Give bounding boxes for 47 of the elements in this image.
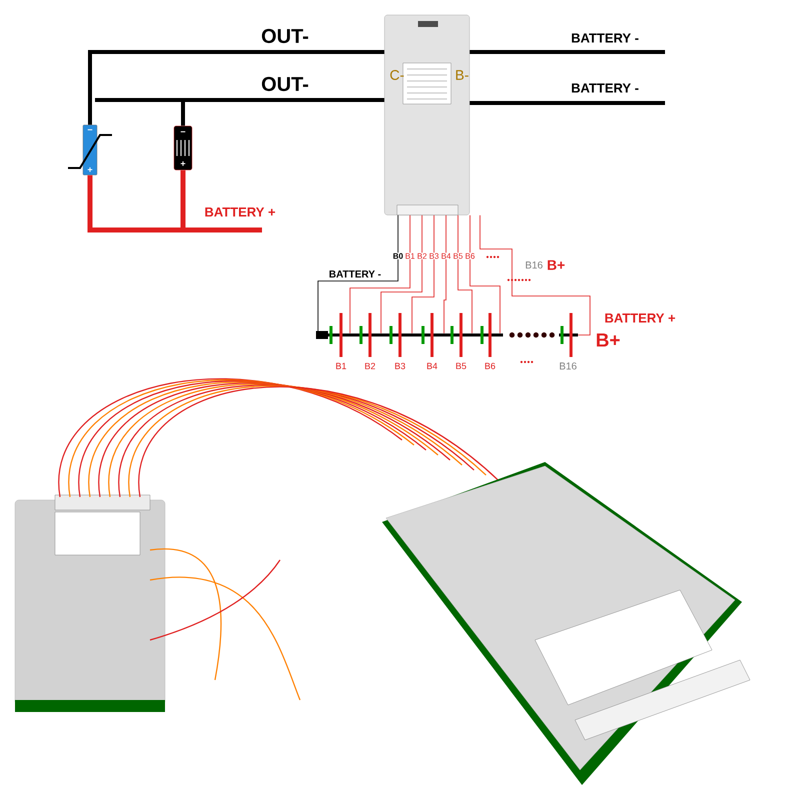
wire-label: B+	[596, 333, 620, 347]
cell-label: B5	[456, 362, 466, 370]
balance-wire	[480, 214, 590, 336]
edge-label: OUT-	[262, 76, 308, 92]
wire-label: B-	[456, 70, 468, 80]
bms-board	[384, 14, 470, 216]
cell-label: B4	[427, 362, 438, 370]
wire	[88, 50, 384, 125]
wire-label: BATTERY -	[330, 270, 381, 278]
polarity-sign: +	[88, 167, 92, 172]
cell-label: B2	[365, 362, 376, 370]
cell-label: B6	[485, 362, 496, 370]
balance-wire	[318, 214, 398, 334]
edge-label: OUT-	[262, 28, 308, 44]
edge-label: BATTERY -	[572, 84, 638, 92]
balance-wire	[444, 214, 446, 334]
component-symbol	[68, 124, 112, 176]
polarity-sign: −	[88, 129, 92, 130]
wire-label: B3	[430, 253, 439, 259]
balance-wire	[412, 214, 434, 334]
battery-symbol	[174, 126, 192, 170]
wire-label: BATTERY +	[605, 314, 676, 322]
polarity-sign: −	[180, 131, 186, 132]
wire-label: B1	[406, 253, 414, 259]
wire-label: B5	[454, 253, 463, 259]
balance-wire	[458, 214, 472, 334]
wire	[470, 50, 665, 54]
wire	[181, 98, 384, 126]
wire-label: B16	[526, 261, 542, 269]
wire-label: C-	[390, 70, 404, 80]
wire	[88, 170, 186, 232]
wire-label: B0	[393, 253, 403, 259]
edge-label: BATTERY +	[205, 208, 276, 216]
wire-label: B4	[442, 253, 451, 259]
wire-label: B2	[418, 253, 426, 259]
cell-label: B16	[560, 362, 576, 370]
cell-label: B1	[336, 362, 346, 370]
balance-wire	[350, 214, 410, 334]
cell-string	[316, 313, 578, 357]
wire-label: B6	[466, 253, 475, 259]
wire-label: B+	[548, 260, 565, 270]
edge-label: BATTERY -	[572, 34, 638, 42]
cell-label: B3	[395, 362, 406, 370]
wire	[470, 101, 665, 105]
balance-wire	[470, 214, 500, 334]
polarity-sign: +	[180, 161, 186, 166]
balance-wire	[380, 214, 422, 334]
